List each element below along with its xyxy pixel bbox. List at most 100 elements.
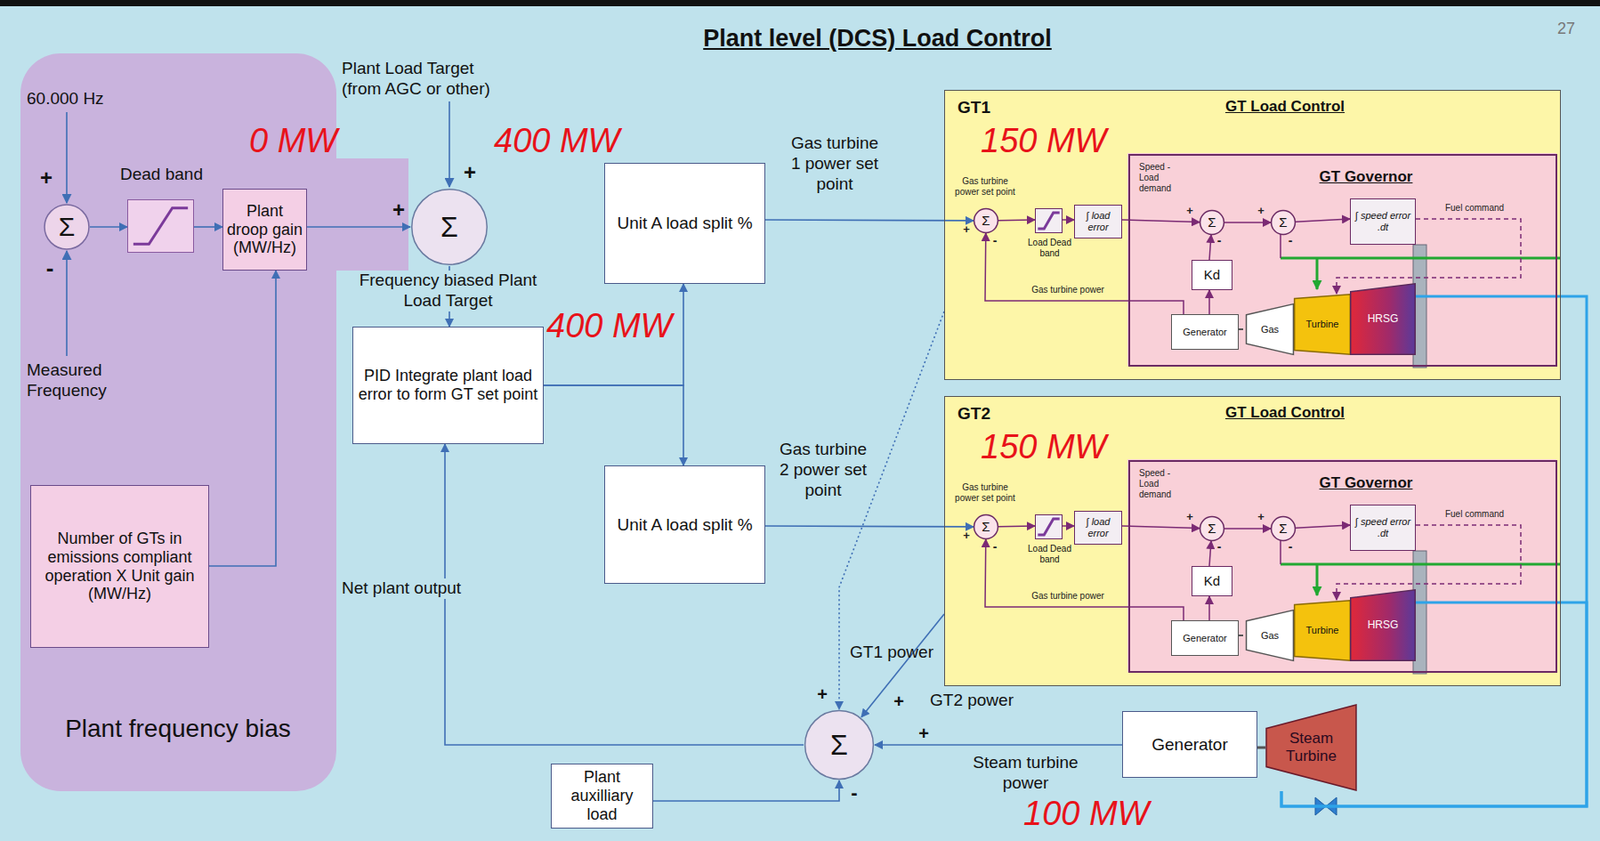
text-wrap: Plant auxilliary load [551, 764, 653, 828]
top-bar [0, 0, 1600, 7]
connector [444, 444, 804, 745]
sign-mark: + [1255, 203, 1267, 219]
node-text: Σ [981, 518, 990, 534]
node-text: ∫ speed error .dt [1353, 210, 1413, 233]
integrator-block: ∫ speed error .dt [1349, 504, 1416, 551]
connector-label: Fuel command [1434, 509, 1515, 520]
node-text: Load Dead band [1018, 543, 1082, 566]
node-text: ∫ speed error .dt [1353, 516, 1413, 539]
text-wrap: Unit A load split % [605, 163, 765, 283]
sign-mark: - [989, 539, 1001, 555]
node-text: Σ [830, 728, 849, 762]
signal-label: Plant Load Target (from AGC or other) [341, 58, 516, 100]
node-text: Unit A load split % [616, 213, 752, 234]
speed-signal [1316, 564, 1319, 596]
connector [1295, 525, 1350, 528]
node-text: GT Load Control [1187, 97, 1383, 116]
sign-mark: - [1213, 233, 1225, 249]
connector-label: Fuel command [1434, 202, 1515, 214]
text-wrap: Σ [1270, 210, 1296, 235]
hrsg-shape: HRSG [1349, 589, 1416, 662]
node-text: GT Governor [1316, 474, 1416, 493]
connector [765, 218, 974, 221]
panel-fill [944, 89, 1561, 380]
generator-box: Generator [1171, 620, 1239, 656]
connector [1122, 219, 1200, 223]
node-text: Kd [1204, 266, 1221, 283]
connector [874, 743, 1123, 746]
node-text: GT2 [957, 404, 1011, 425]
text-wrap: Gas [1245, 303, 1294, 356]
sign-mark: - [40, 254, 59, 283]
text-wrap: Unit A load split % [605, 466, 765, 583]
summing-junction: Σ [803, 709, 875, 781]
connector [1122, 525, 1200, 529]
speed-signal [1316, 258, 1319, 290]
connector [985, 233, 1184, 315]
signal-line [1279, 233, 1282, 259]
sign-mark: - [1284, 539, 1296, 555]
text-wrap: Steam Turbine [1265, 703, 1358, 792]
summing-junction: Σ [410, 187, 489, 267]
text-wrap: HRSG [1349, 589, 1416, 662]
sign-mark: + [815, 683, 830, 705]
governor-panel: GT GovernorΣΣ∫ speed error .dtKdGenerato… [1128, 460, 1558, 673]
text-wrap: Σ [410, 187, 489, 267]
text-wrap: Σ [43, 203, 90, 251]
signal-line [65, 112, 68, 203]
connector-label: GT2 power [929, 690, 1037, 712]
node-text: Gas [1260, 323, 1279, 336]
node-text: Σ [58, 211, 76, 243]
connector-label: Gas turbine 1 power set point [790, 133, 880, 194]
connector [1257, 746, 1266, 750]
connector-label: Steam turbine power [969, 752, 1082, 794]
connector [1062, 218, 1075, 221]
connector [998, 218, 1035, 221]
signal-label: 27 [1548, 19, 1584, 40]
text-wrap: Generator [1171, 315, 1238, 349]
turbine-shape: Turbine [1293, 599, 1351, 662]
text-wrap: ∫ load error [1074, 205, 1122, 238]
text-wrap: Kd [1192, 566, 1232, 596]
node-text: Dead band [105, 164, 218, 186]
text-wrap: Σ [973, 208, 999, 234]
text-wrap: Generator [1171, 621, 1238, 655]
node-text: ∫ load error [1077, 516, 1119, 539]
node-text: Turbine [1306, 624, 1340, 637]
sign-mark: + [389, 197, 408, 224]
signal-label: Speed - Load demand [1139, 161, 1193, 194]
text-wrap: Σ [1199, 516, 1225, 542]
signal-label: Measured Frequency [26, 360, 130, 402]
node-text: Load Dead band [1018, 237, 1082, 259]
node-text: Σ [1207, 214, 1216, 230]
node-text: Plant droop gain (MW/Hz) [226, 202, 304, 258]
sign-mark: + [961, 528, 972, 543]
connector-label: Gas turbine 2 power set point [778, 439, 868, 501]
connector [1208, 290, 1211, 315]
text-wrap: ∫ speed error .dt [1350, 505, 1415, 550]
sign-mark: - [847, 781, 862, 805]
connector [985, 539, 1184, 621]
deadband-symbol [1035, 515, 1062, 539]
power-value: 150 MW [980, 121, 1132, 162]
connector-label: Gas turbine power [1023, 284, 1113, 296]
text-wrap: Kd [1192, 260, 1232, 290]
node-text: Gas [1260, 630, 1279, 642]
summing-junction: Σ [973, 208, 999, 234]
text-wrap: Σ [973, 514, 999, 540]
node-text: Unit A load split % [616, 515, 752, 535]
node-text: Steam Turbine [1268, 729, 1355, 765]
connector [1209, 234, 1212, 260]
node-text: GT Governor [1316, 168, 1416, 186]
governor-panel: GT GovernorΣ Σ ∫ speed error .dtKdGenerato… [1128, 153, 1558, 367]
node-text: Number of GTs in emissions compliant ope… [33, 529, 206, 604]
node-text: Σ [1278, 214, 1287, 230]
node-text: Σ [981, 212, 990, 228]
node-text: Generator [1182, 326, 1228, 339]
deadband-symbol [128, 200, 194, 252]
signal-label: Gas turbine power set point [949, 176, 1021, 198]
connector [765, 525, 974, 528]
sign-mark: - [1284, 233, 1296, 249]
connector-label: Frequency biased Plant Load Target [352, 270, 544, 312]
